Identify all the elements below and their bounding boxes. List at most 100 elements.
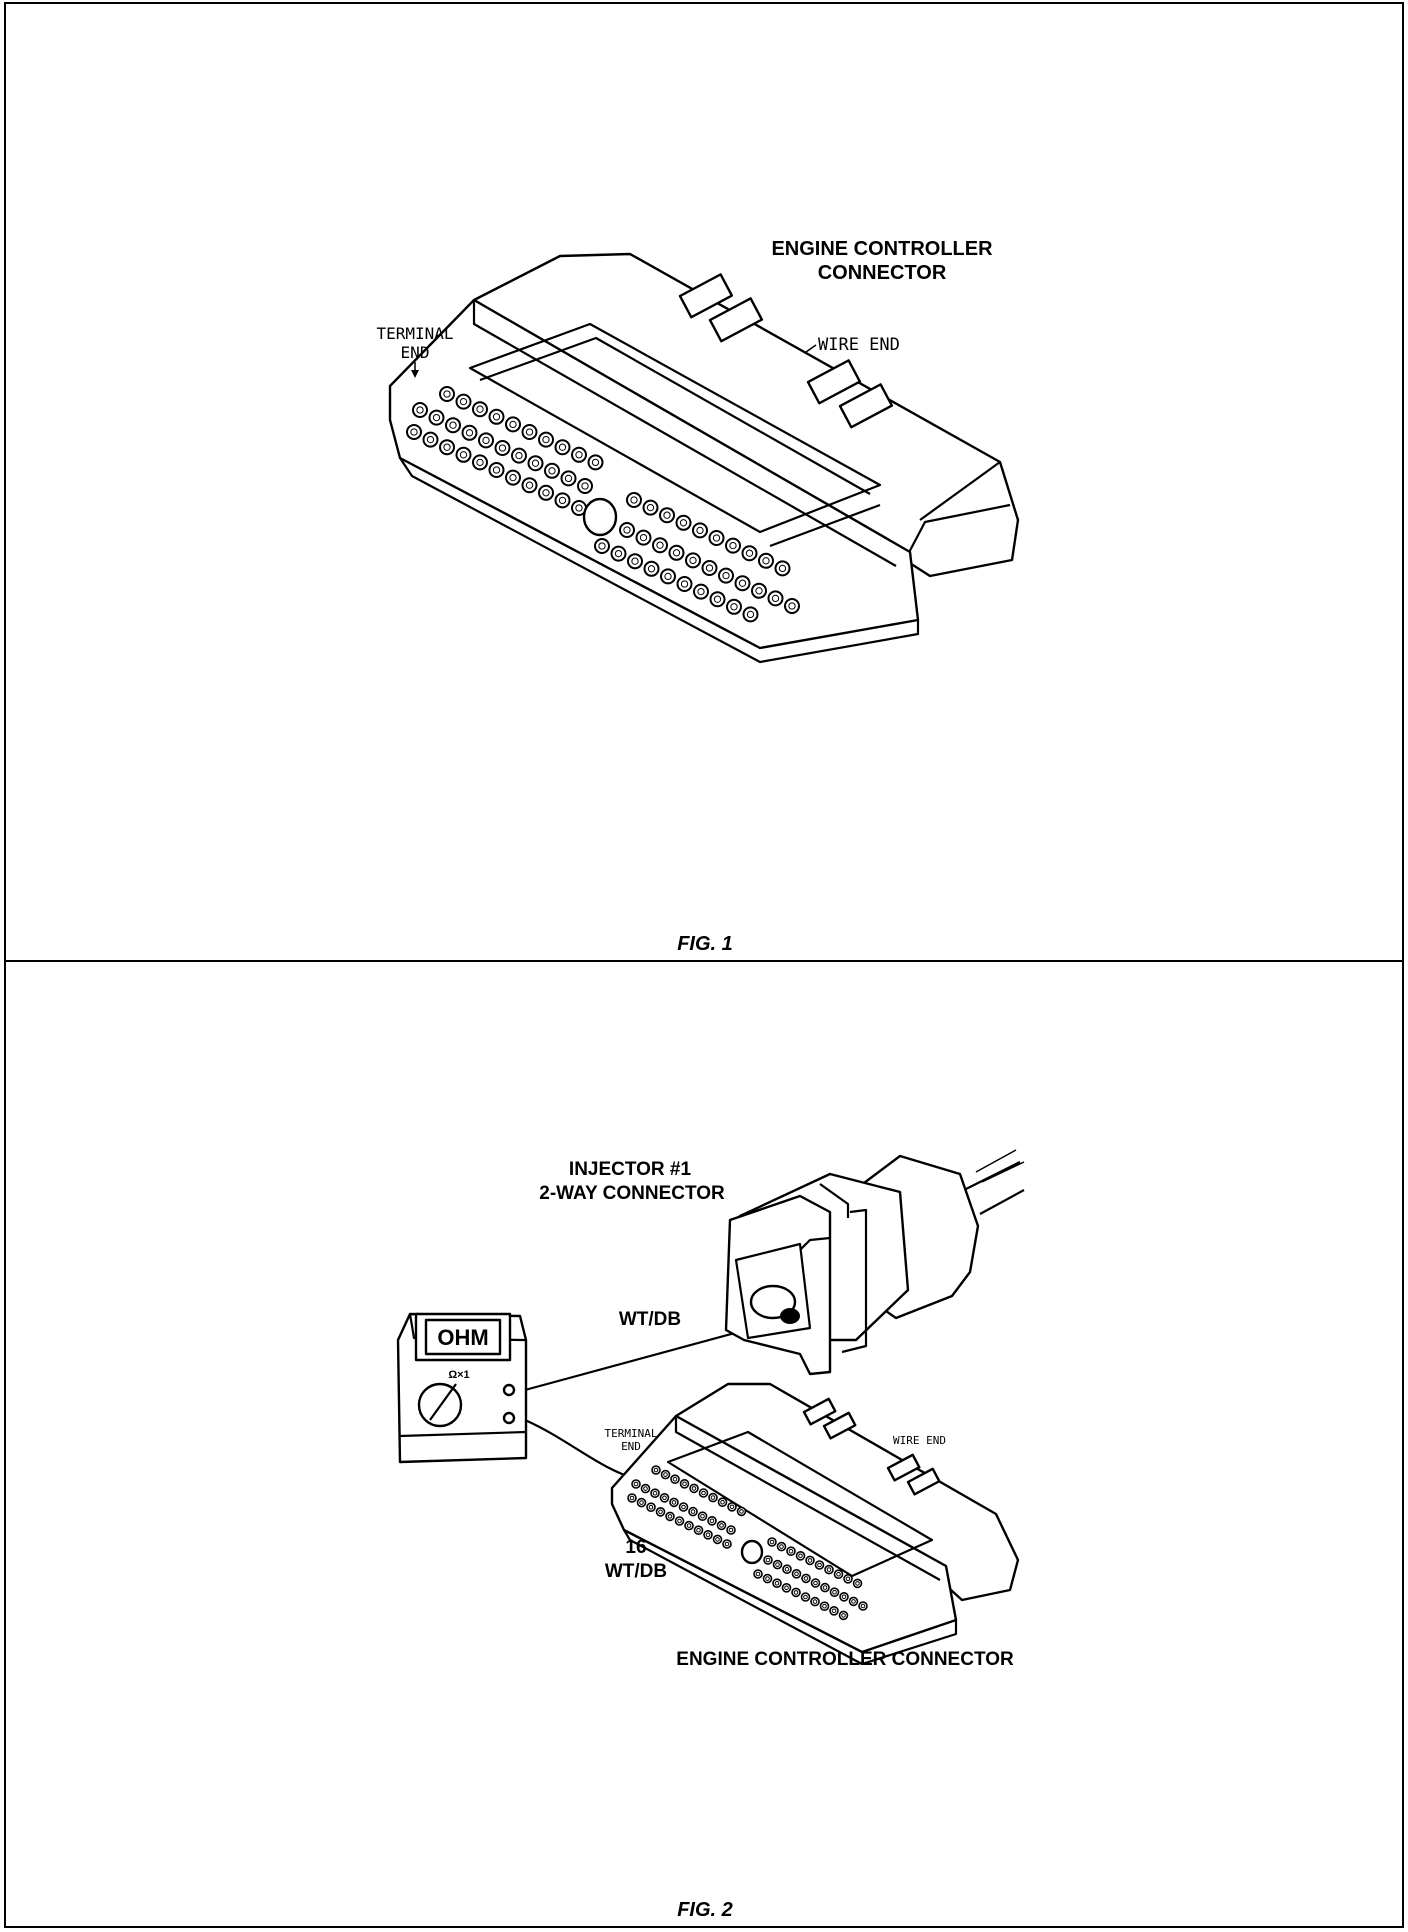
fig1-terminal-pin xyxy=(642,499,659,516)
fig2-terminal-pin xyxy=(651,1465,661,1475)
fig2-ohmmeter-dial-pointer xyxy=(429,1383,457,1421)
fig1-terminal-pin xyxy=(635,529,652,546)
fig1-terminal-pin-center xyxy=(476,458,484,467)
fig1-terminal-pin-center xyxy=(664,572,672,581)
fig2-ohmmeter-display-text: OHM xyxy=(437,1325,488,1350)
figure-1-panel xyxy=(4,2,1404,962)
fig2-terminal-pin xyxy=(674,1516,685,1526)
fig1-terminal-end-arrow xyxy=(411,370,419,378)
fig1-terminal-pin xyxy=(685,552,701,569)
fig1-terminal-pin-center xyxy=(713,595,722,603)
fig2-terminal-pin-center xyxy=(784,1585,789,1591)
fig2-terminal-pin-center xyxy=(765,1576,770,1581)
fig2-terminal-pin xyxy=(708,1492,718,1503)
fig1-terminal-pin xyxy=(652,537,668,554)
fig2-ohmmeter-jack-2 xyxy=(502,1411,516,1425)
fig1-terminal-pin xyxy=(659,507,675,524)
fig2-terminal-pin-center xyxy=(724,1541,730,1547)
fig2-terminal-pin xyxy=(707,1516,717,1526)
fig1-terminal-pin xyxy=(406,424,422,440)
fig2-terminal-pin xyxy=(800,1592,811,1602)
fig2-terminal-pin xyxy=(703,1530,713,1540)
fig2-terminal-pin-center xyxy=(677,1518,682,1524)
fig1-terminal-pin xyxy=(571,446,587,463)
fig2-terminal-pin xyxy=(820,1582,830,1593)
fig2-terminal-pin-center xyxy=(710,1495,716,1500)
fig2-terminal-pin xyxy=(655,1507,666,1517)
fig1-terminal-pin xyxy=(527,455,544,472)
fig1-terminal-pin-center xyxy=(449,421,457,429)
fig2-terminal-pin-center xyxy=(658,1509,663,1515)
fig1-terminal-pin-center xyxy=(492,413,501,421)
fig1-terminal-pin-center xyxy=(525,428,534,436)
fig2-injector-label-line1: INJECTOR #1 xyxy=(569,1159,692,1180)
fig1-terminal-pin xyxy=(718,567,734,584)
fig2-wire-color-bottom: WT/DB xyxy=(605,1561,667,1582)
fig2-terminal-pin-center xyxy=(672,1476,678,1482)
fig1-title-line1: ENGINE CONTROLLER xyxy=(771,238,993,260)
fig1-terminal-pin-center xyxy=(630,496,638,504)
fig2-terminal-pin xyxy=(697,1511,708,1521)
fig1-latch-1 xyxy=(678,273,734,319)
fig2-terminal-pin xyxy=(824,1564,834,1575)
fig1-terminal-pin-center xyxy=(639,533,648,542)
fig1-terminal-pin xyxy=(455,393,472,410)
fig1-terminal-pin xyxy=(455,446,472,463)
fig1-terminal-pin-center xyxy=(581,482,589,490)
fig2-terminal-pin-center xyxy=(681,1504,686,1510)
fig2-ohmmeter-display-window xyxy=(424,1318,502,1356)
fig1-terminal-pin xyxy=(439,439,455,456)
fig2-engine-controller-connector xyxy=(610,1382,1020,1666)
fig2-injector-label-line2: 2-WAY CONNECTOR xyxy=(539,1183,725,1204)
fig1-terminal-pin xyxy=(643,560,660,577)
fig1-terminal-pin xyxy=(538,484,554,501)
fig2-terminal-pin xyxy=(767,1537,777,1547)
fig2-terminal-pin-center xyxy=(831,1608,837,1614)
fig2-terminal-pin-center xyxy=(719,1523,724,1528)
fig2-terminal-pin-center xyxy=(765,1557,771,1563)
fig2-terminal-pin xyxy=(679,1479,690,1489)
fig1-terminal-pin-center xyxy=(459,397,468,406)
fig2-terminal-pin-center xyxy=(662,1495,667,1501)
fig1-terminal-pin xyxy=(726,598,742,615)
fig2-terminal-pin xyxy=(669,1497,679,1508)
fig1-terminal-pin xyxy=(742,606,759,623)
fig1-terminal-pin xyxy=(560,470,577,487)
fig2-terminal-pin-center xyxy=(701,1490,706,1496)
fig2-pin-number: 16 xyxy=(625,1537,646,1558)
fig1-terminal-pin-center xyxy=(755,587,763,595)
fig1-terminal-pin-center xyxy=(647,565,656,573)
fig2-terminal-pin xyxy=(791,1587,801,1598)
fig1-terminal-pin xyxy=(521,424,538,440)
fig1-terminal-pin-center xyxy=(443,443,451,451)
fig2-terminal-pin-center xyxy=(700,1513,705,1519)
fig1-engine-controller-connector xyxy=(388,252,1020,664)
fig2-terminal-pin xyxy=(688,1506,698,1517)
fig2-terminal-pin xyxy=(640,1483,651,1494)
fig2-wire-color-top: WT/DB xyxy=(619,1309,681,1330)
fig1-terminal-pin-center xyxy=(498,444,507,452)
fig1-terminal-pin xyxy=(538,431,554,448)
fig1-terminal-pin xyxy=(594,538,610,554)
fig1-terminal-pin xyxy=(472,401,488,418)
fig1-terminal-pin-center xyxy=(542,489,550,497)
fig1-terminal-pin xyxy=(627,553,643,570)
fig1-terminal-pin xyxy=(505,416,521,433)
fig2-terminal-pin-center xyxy=(793,1590,799,1595)
fig2-injector-connector xyxy=(724,1149,1025,1376)
fig1-terminal-pin xyxy=(758,552,774,569)
fig1-terminal-pin-center xyxy=(426,435,435,444)
fig1-polarizing-hole xyxy=(582,497,618,537)
fig1-terminal-pin-center xyxy=(558,496,567,505)
fig2-terminal-pin xyxy=(631,1479,641,1489)
fig1-terminal-pin-center xyxy=(542,435,550,444)
fig2-terminal-pin xyxy=(712,1534,723,1545)
fig2-terminal-pin-center xyxy=(729,1504,735,1510)
fig1-terminal-pin-center xyxy=(729,541,737,550)
fig1-terminal-pin xyxy=(675,514,692,531)
fig1-terminal-pin-center xyxy=(591,458,600,467)
fig1-terminal-pin xyxy=(428,409,445,426)
fig2-terminal-pin xyxy=(772,1559,783,1570)
fig2-terminal-pin xyxy=(805,1555,815,1566)
